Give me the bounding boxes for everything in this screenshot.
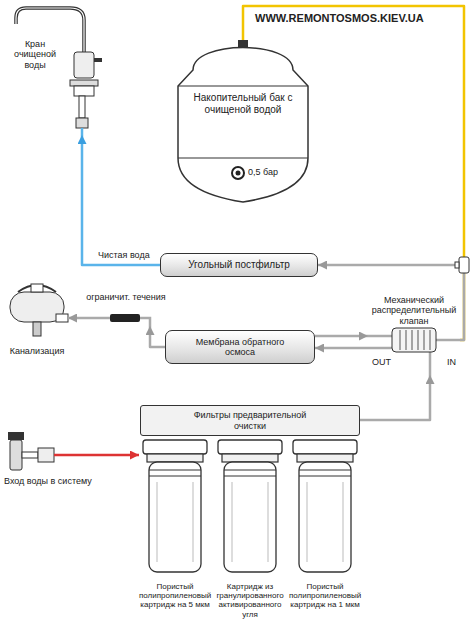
node-label: Угольный постфильтр — [184, 257, 294, 273]
filter-cartridge: Пористый полипропиленовый картридж на 1 … — [289, 440, 361, 630]
restrictor-drawing — [82, 314, 150, 326]
postfilter-tube: Угольный постфильтр — [160, 253, 318, 277]
pipe-connector — [82, 135, 160, 265]
node-label: Пористый полипропиленовый картридж на 5 … — [139, 582, 211, 610]
node-label: Пористый полипропиленовый картридж на 1 … — [289, 582, 361, 610]
node-label: Механический распределительный клапан — [368, 295, 460, 326]
node-label: Кран очищеной воды — [3, 39, 67, 70]
filter-housings — [143, 440, 357, 572]
node-sublabel: OUT — [372, 357, 406, 367]
node-label: Мембрана обратного осмоса — [191, 335, 289, 360]
membrane-tube: Мембрана обратного осмоса — [165, 330, 315, 364]
drain-saddle — [10, 284, 68, 336]
pipe-connector — [315, 347, 368, 350]
flow-restrictor: ограничит. течения — [82, 292, 170, 326]
prefilter-head: Фильтры предварительной очистки — [140, 405, 360, 436]
pipe-connector — [315, 335, 368, 338]
faucet-drawing — [16, 8, 102, 135]
pipe-connector — [318, 265, 464, 340]
water-inlet: Вход воды в систему — [4, 430, 108, 489]
valve-drawing — [368, 328, 460, 375]
pipe-connector — [108, 454, 139, 457]
drain-saddle: Канализация — [6, 282, 68, 360]
pipe-connector — [360, 375, 430, 420]
pipe-connector — [150, 326, 165, 347]
edge-label: Чистая вода — [96, 250, 152, 260]
distribution-valve: Механический распределительный клапанOUT… — [368, 295, 460, 375]
node-label: Картридж из гранулированного активирован… — [214, 582, 286, 619]
node-sublabel: IN — [408, 357, 456, 367]
node-label: Фильтры предварительной очистки — [181, 408, 319, 433]
watermark: WWW.REMONTOSMOS.KIEV.UA — [255, 12, 424, 24]
node-label: Накопительный бак с очищеной водой — [188, 92, 298, 115]
faucet: Кран очищеной воды — [3, 5, 103, 135]
node-label: ограничит. течения — [82, 292, 170, 302]
storage-tank: Накопительный бак с очищеной водой 0,5 ба… — [168, 40, 318, 205]
node-label: Канализация — [6, 346, 68, 356]
node-label: Вход воды в систему — [4, 476, 108, 486]
node-sublabel: 0,5 бар — [248, 167, 308, 177]
filter-cartridge: Пористый полипропиленовый картридж на 5 … — [139, 440, 211, 630]
pipe-connector — [68, 317, 82, 320]
tank-outline — [168, 40, 318, 205]
tee-fitting — [455, 257, 469, 273]
inlet-valve — [8, 432, 108, 470]
filter-cartridge: Картридж из гранулированного активирован… — [214, 440, 286, 630]
